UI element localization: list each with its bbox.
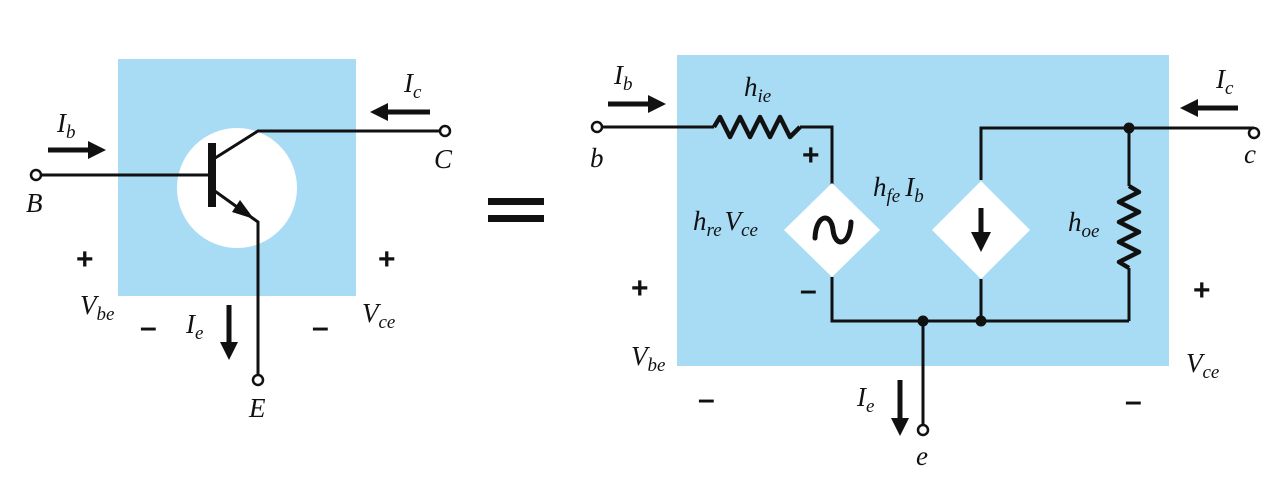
model-bottom-wire [830, 277, 1129, 323]
base-terminal [29, 168, 43, 182]
hoe-resistor [1116, 184, 1142, 270]
ie-arrow-icon [220, 305, 238, 360]
vce-minus: – [312, 311, 329, 344]
model-base-terminal [590, 120, 604, 134]
transistor-body [177, 128, 297, 248]
model-terminal-e-label: e [916, 441, 928, 471]
equals-sign [488, 198, 544, 222]
terminal-b-label: B [26, 188, 43, 218]
model-vbe-minus: – [698, 383, 715, 416]
model-collector-terminal [1247, 126, 1261, 140]
model-ie-label: Ie [856, 382, 874, 417]
model-region [677, 55, 1169, 366]
vbe-label: Vbe [80, 290, 114, 325]
junction-dot [1123, 122, 1135, 134]
model-ic-arrow-icon [1180, 99, 1238, 117]
emitter-wire [211, 187, 260, 375]
model-emitter-terminal [916, 423, 930, 437]
base-bar [208, 143, 216, 207]
hie-resistor [712, 114, 802, 140]
model-vce-plus: + [1193, 274, 1211, 307]
vbe-plus: + [76, 243, 94, 276]
source-minus: – [800, 274, 817, 307]
hie-to-source-wire [800, 125, 834, 188]
ic-label: Ic [403, 68, 422, 103]
emitter-arrow-icon [232, 200, 254, 219]
junction-dot [975, 315, 987, 327]
model-vce-label: Vce [1186, 348, 1219, 383]
terminal-e-label: E [248, 393, 266, 423]
model-collector-wire [979, 126, 1254, 180]
hie-label: hie [744, 72, 771, 107]
model-vce-minus: – [1125, 385, 1142, 418]
vbe-minus: – [140, 311, 157, 344]
model-terminal-b-label: b [590, 143, 604, 173]
model-ie-arrow-icon [891, 380, 909, 436]
model-ib-arrow-icon [608, 95, 666, 113]
hoe-label: hoe [1068, 207, 1099, 242]
ib-arrow-icon [48, 141, 106, 159]
ib-label: Ib [56, 108, 76, 143]
terminal-c-label: C [434, 144, 453, 174]
emitter-terminal [251, 373, 265, 387]
vce-label: Vce [362, 298, 395, 333]
current-source-arrow-icon [971, 208, 991, 252]
junction-dot [917, 315, 929, 327]
ac-source-icon [812, 215, 854, 245]
ie-label: Ie [185, 309, 203, 344]
ic-arrow-icon [370, 103, 430, 121]
collector-terminal [438, 124, 452, 138]
model-ic-label: Ic [1215, 64, 1234, 99]
source-plus: + [802, 139, 820, 172]
model-terminal-c-label: c [1244, 139, 1256, 169]
model-vbe-plus: + [631, 272, 649, 305]
vce-plus: + [378, 243, 396, 276]
collector-wire [211, 129, 441, 162]
model-ib-label: Ib [613, 60, 633, 95]
model-vbe-label: Vbe [631, 341, 665, 376]
